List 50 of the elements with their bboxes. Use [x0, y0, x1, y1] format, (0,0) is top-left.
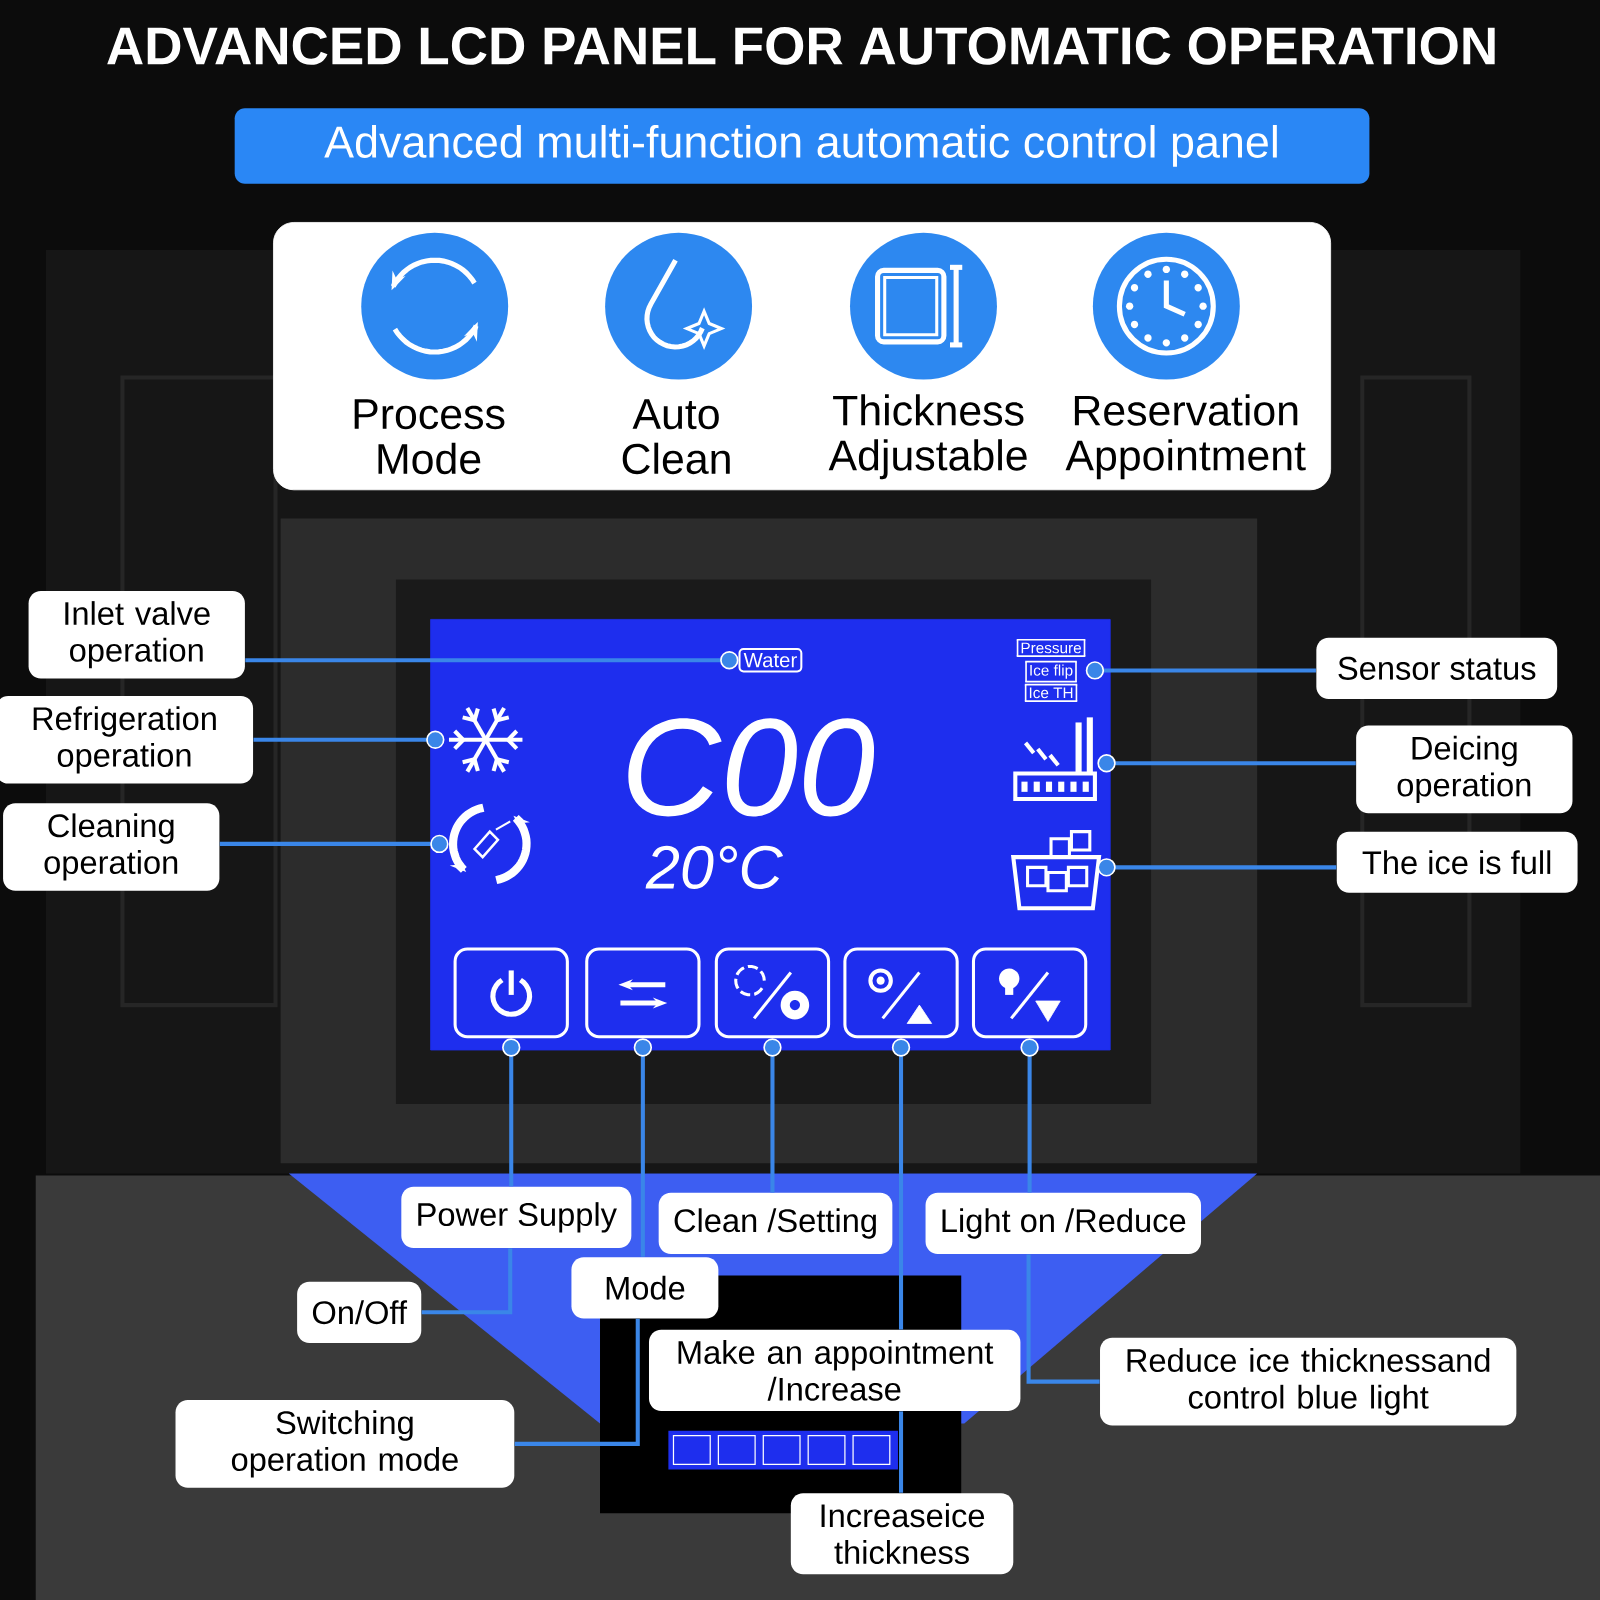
leader-line	[219, 834, 449, 854]
callout-box: Increaseice thickness	[790, 1493, 1014, 1575]
leader-line	[891, 1038, 911, 1330]
callout-box: Refrigeration operation	[0, 696, 254, 784]
spray-cleaning-icon	[448, 803, 531, 885]
indicator-label: Water	[738, 648, 803, 673]
leader-line	[253, 730, 445, 749]
leader-line	[502, 1038, 521, 1187]
control-button	[843, 947, 959, 1039]
callout-box: Cleaning operation	[3, 803, 220, 891]
leader-line	[245, 651, 739, 670]
leader-line	[421, 1248, 513, 1315]
leader-line	[1097, 858, 1337, 877]
callout-box: Inlet valve operation	[28, 590, 245, 679]
leader-line	[763, 1038, 782, 1193]
feature-label: Auto Clean	[622, 399, 730, 475]
callout-box: Clean /Setting	[658, 1192, 893, 1255]
lcd-screen	[430, 619, 1111, 1051]
sensor-indicators: Pressure Ice flip Ice TH	[1015, 638, 1087, 702]
snowflake-icon	[449, 706, 523, 773]
leader-line	[1020, 1038, 1039, 1193]
callout-box: Reduce ice thicknessand control blue light	[1100, 1337, 1517, 1426]
temperature-reading: 20°C	[645, 845, 783, 890]
feature-label: Thickness Adjustable	[828, 394, 1027, 480]
control-button	[585, 947, 701, 1039]
callout-box: Deicing operation	[1356, 725, 1573, 814]
feature-label: Reservation Appointment	[1065, 394, 1306, 480]
callout-box: The ice is full	[1336, 831, 1578, 893]
leader-line	[1097, 754, 1356, 773]
callout-box: Mode	[571, 1257, 719, 1319]
leader-line	[633, 1038, 653, 1257]
leader-line	[514, 1318, 640, 1446]
callout-box: Power Supply	[401, 1186, 632, 1248]
control-button	[453, 947, 569, 1039]
control-button	[971, 947, 1088, 1039]
callout-box: Make an appointment /Increase	[649, 1329, 1021, 1411]
control-button	[714, 947, 831, 1039]
callout-box: On/Off	[297, 1281, 422, 1343]
deicing-icon	[1013, 717, 1097, 802]
feature-label: Process Mode	[354, 399, 505, 475]
subtitle-banner: Advanced multi-function automatic control panel	[234, 108, 1370, 184]
callout-box: Switching operation mode	[175, 1400, 515, 1488]
callout-box: Sensor status	[1316, 637, 1558, 699]
title: ADVANCED LCD PANEL FOR AUTOMATIC OPERATION	[107, 27, 1495, 65]
leader-line	[899, 1411, 904, 1493]
ice-bin-icon	[1011, 830, 1102, 911]
leader-line	[1026, 1254, 1100, 1384]
display-digits: C00	[628, 718, 875, 817]
leader-line	[1085, 661, 1316, 680]
callout-box: Light on /Reduce	[925, 1192, 1201, 1255]
